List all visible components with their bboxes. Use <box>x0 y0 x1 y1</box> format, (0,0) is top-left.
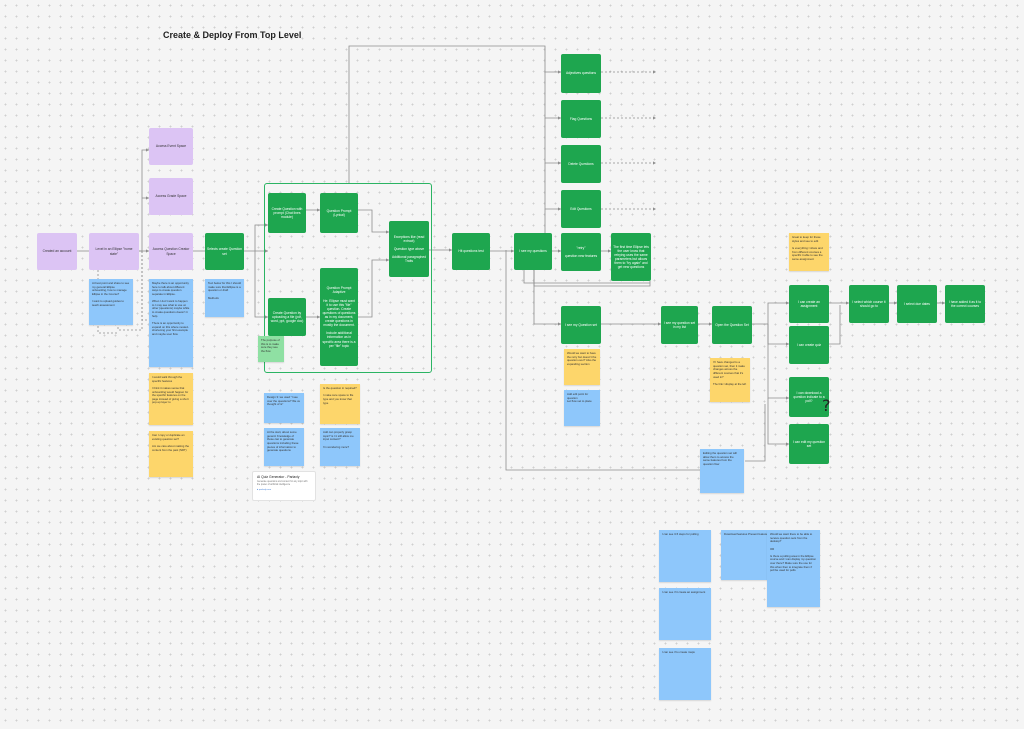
sticky-note[interactable]: I can see 3-5 steps for polling <box>659 530 711 582</box>
sticky-note[interactable]: Would we want there to be able to receiv… <box>767 530 820 607</box>
sticky-note[interactable]: Design 3: we used "I see over the questi… <box>264 393 304 423</box>
node-i-see-questions[interactable]: I see my questions <box>514 233 552 270</box>
sticky-note[interactable]: Is the question in required? I make sure… <box>320 384 360 424</box>
node-access-grade[interactable]: Access Grade Space <box>149 178 193 215</box>
question-mark-cursor-icon: ? <box>822 396 831 415</box>
node-delete-questions[interactable]: Delete Questions <box>561 145 601 183</box>
node-access-question[interactable]: Access Question Creator Space <box>149 233 193 270</box>
node-exceptional[interactable]: Exceptions like (read extract) Question … <box>389 221 429 277</box>
node-first-time[interactable]: The first time Ellipse lets the user kno… <box>611 233 651 281</box>
node-select-create[interactable]: Selects create Question set <box>205 233 244 270</box>
link-preview-card[interactable]: AI Quiz Generator - Parlaxly Generate qu… <box>252 471 316 501</box>
sticky-note[interactable]: I can see if to create maps <box>659 648 711 700</box>
node-i-can-edit[interactable]: I can edit my question set <box>789 424 829 464</box>
sticky-note[interactable]: Editing the question set will allow them… <box>700 449 744 493</box>
node-open-question-set[interactable]: Open the Question Set <box>712 306 752 344</box>
question-creation-group[interactable] <box>264 183 432 373</box>
link-card-title: AI Quiz Generator - Parlaxly <box>257 475 300 479</box>
node-create-prompt[interactable]: Create Question with prompt (Chat lines … <box>268 193 306 233</box>
node-i-see-question-set[interactable]: I see my Question set <box>561 306 601 344</box>
sticky-note[interactable]: Can I copy or duplicate an existing ques… <box>149 431 193 477</box>
sticky-note[interactable]: Would we want to have the retry but does… <box>564 349 600 385</box>
node-access-event[interactable]: Access Event Space <box>149 128 193 165</box>
node-level-ellipse[interactable]: Level in an Ellipse "home state" <box>89 233 139 270</box>
node-adjectives[interactable]: Adjectives questions <box>561 54 601 93</box>
sticky-note[interactable]: Maybe there is an opportunity here to ta… <box>149 279 193 367</box>
node-i-select-date[interactable]: I select due dates <box>897 285 937 323</box>
sticky-note[interactable]: At best point and share to see my genera… <box>89 279 133 325</box>
link-card-url[interactable]: ● parlaxly.com <box>257 489 311 491</box>
node-i-select-share[interactable]: I select which course it should go to <box>849 285 889 323</box>
sticky-note[interactable]: Great to keep for these styles and see t… <box>789 233 829 271</box>
node-question-prompt-adaptive[interactable]: Question Prompt Adaptive He: Ellipse mus… <box>320 268 358 366</box>
board-title: Create & Deploy From Top Level <box>163 30 302 40</box>
node-i-can-create-assignment[interactable]: I can create an assignment <box>789 285 829 323</box>
node-created-account[interactable]: Created an account <box>37 233 77 270</box>
sticky-note[interactable]: Text below for this I should make sure t… <box>205 279 244 317</box>
sticky-note[interactable]: At the start, about some generic Knowled… <box>264 428 304 466</box>
node-i-have-added[interactable]: I have added it as it to the correct cou… <box>945 285 985 323</box>
node-create-activity[interactable]: Create Question by uploading a file (pdf… <box>268 298 306 336</box>
node-i-can-create-quiz[interactable]: I can create quiz <box>789 326 829 364</box>
node-question-prompt[interactable]: Question Prompt (Lyrical) <box>320 193 358 233</box>
node-flag-questions[interactable]: Flag Questions <box>561 100 601 138</box>
node-retry[interactable]: "retry" question new features <box>561 233 601 271</box>
sticky-note[interactable]: Add edit point for question Let flow set… <box>564 390 600 426</box>
link-card-url-text: parlaxly.com <box>258 488 272 491</box>
sticky-note[interactable]: The purpose of this is to make sure they… <box>258 336 284 362</box>
sticky-note[interactable]: Add can properly grasp topic? is I it st… <box>320 428 360 466</box>
node-i-can-download[interactable]: I can download a question indicate to a … <box>789 377 829 417</box>
sticky-note[interactable]: Download features Present feature <box>721 530 771 580</box>
node-edit-questions[interactable]: Edit Questions <box>561 190 601 228</box>
sticky-note[interactable]: If I have changed to a question set, the… <box>710 358 750 402</box>
sticky-note[interactable]: I can see if it create an assignment <box>659 588 711 640</box>
link-card-description: Generate questions and content for any t… <box>257 481 308 486</box>
sticky-note[interactable]: I would walk through the specific featur… <box>149 373 193 425</box>
node-hit-questions[interactable]: Hit questions test <box>452 233 490 270</box>
node-i-see-question-set-list[interactable]: I see my question set in my list <box>661 306 698 344</box>
